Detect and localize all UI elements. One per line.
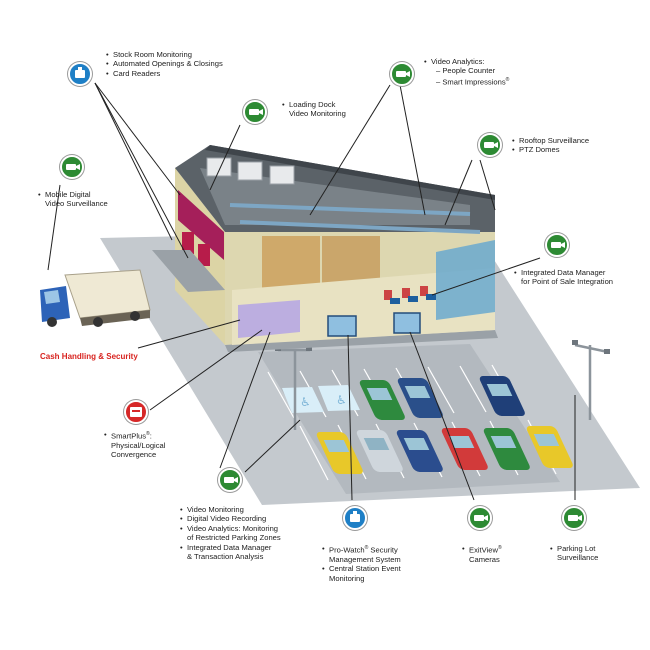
loading-dock-label: Loading Dock Video Monitoring xyxy=(282,100,346,119)
smartplus-icon xyxy=(124,400,148,424)
security-camera-icon xyxy=(243,100,267,124)
label-line: Monitoring xyxy=(329,573,365,583)
card-reader-icon xyxy=(68,62,92,86)
prowatch-label: Pro-Watch® Security Management System Ce… xyxy=(322,544,401,583)
label-line: of Restricted Parking Zones xyxy=(187,533,281,543)
label-line: SmartPlus®: xyxy=(104,430,165,441)
label-line: Automated Openings & Closings xyxy=(106,59,223,69)
label-line: ExitView® xyxy=(462,544,502,555)
label-line: Video Surveillance xyxy=(45,199,108,209)
label-line: Video Analytics: xyxy=(424,57,509,67)
integrated-pos-label: Integrated Data Manager for Point of Sal… xyxy=(514,268,613,287)
svg-text:♿: ♿ xyxy=(300,395,311,409)
security-camera-icon xyxy=(390,62,414,86)
mobile-label: Mobile Digital Video Surveillance xyxy=(38,190,108,209)
label-line: Integrated Data Manager xyxy=(180,543,281,553)
video-analytics-label: Video Analytics: – People Counter – Smar… xyxy=(424,57,509,87)
store-building xyxy=(152,145,498,352)
rooftop-label: Rooftop Surveillance PTZ Domes xyxy=(512,136,589,155)
callout-lines xyxy=(47,82,576,501)
security-camera-icon xyxy=(468,506,492,530)
stock-room-label: Stock Room Monitoring Automated Openings… xyxy=(106,50,223,79)
label-line: Rooftop Surveillance xyxy=(512,136,589,146)
svg-text:♿: ♿ xyxy=(336,393,347,407)
security-camera-icon xyxy=(478,133,502,157)
label-line: Physical/Logical xyxy=(111,440,166,450)
security-camera-icon xyxy=(218,468,242,492)
parked-cars xyxy=(316,376,573,474)
cash-handling-label: Cash Handling & Security xyxy=(40,352,138,361)
label-line: Mobile Digital xyxy=(38,190,108,200)
label-line: Loading Dock xyxy=(282,100,346,110)
label-line: Convergence xyxy=(111,450,157,460)
label-line: Parking Lot xyxy=(550,544,598,554)
label-line: Video Monitoring xyxy=(180,505,281,515)
label-line: for Point of Sale Integration xyxy=(521,277,614,287)
label-line: & Transaction Analysis xyxy=(187,552,264,562)
card-reader-icon xyxy=(343,506,367,530)
light-poles xyxy=(278,343,609,430)
label-line: Pro-Watch® Security xyxy=(322,544,401,555)
smartplus-label: SmartPlus®: Physical/Logical Convergence xyxy=(104,430,165,460)
label-line: Digital Video Recording xyxy=(180,514,281,524)
security-camera-icon xyxy=(545,233,569,257)
label-line: – People Counter xyxy=(436,66,496,76)
label-line: Stock Room Monitoring xyxy=(106,50,223,60)
label-line: PTZ Domes xyxy=(512,145,589,155)
security-camera-icon xyxy=(562,506,586,530)
label-line: Video Monitoring xyxy=(289,109,346,119)
label-line: Integrated Data Manager xyxy=(514,268,613,278)
label-line: Card Readers xyxy=(106,69,223,79)
label-line: – Smart Impressions® xyxy=(436,76,510,87)
label-line: Surveillance xyxy=(557,553,599,563)
exitview-label: ExitView® Cameras xyxy=(462,544,502,564)
label-line: Video Analytics: Monitoring xyxy=(180,524,281,534)
label-line: Central Station Event xyxy=(322,564,401,574)
video-monitoring-label: Video Monitoring Digital Video Recording… xyxy=(180,505,281,561)
parking-lot-label: Parking Lot Surveillance xyxy=(550,544,598,563)
label-line: Cameras xyxy=(469,554,500,564)
delivery-truck xyxy=(40,269,151,327)
security-camera-icon xyxy=(60,155,84,179)
label-line: Management System xyxy=(329,554,401,564)
